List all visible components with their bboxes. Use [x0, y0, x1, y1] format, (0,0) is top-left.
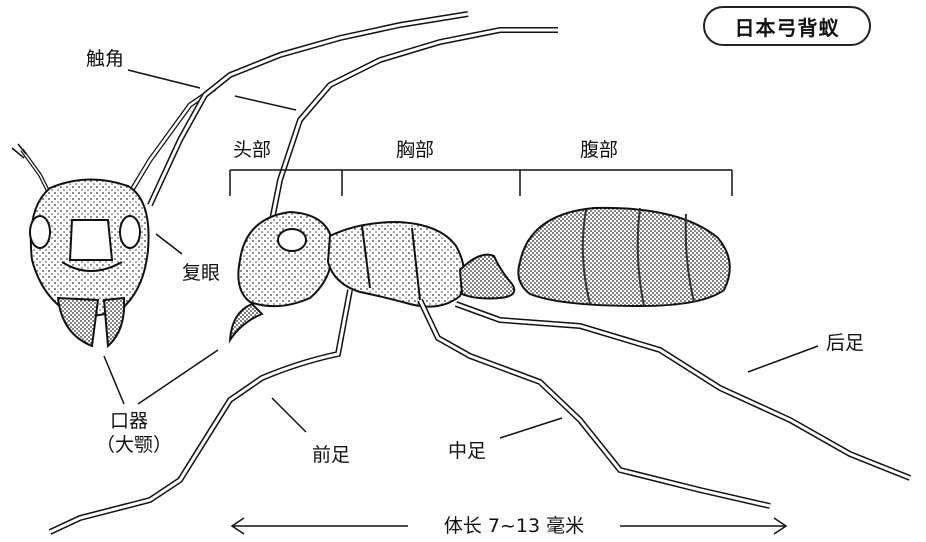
antenna-drawing — [210, 14, 558, 240]
label-antenna: 触角 — [86, 48, 124, 70]
label-compound-eye: 复眼 — [182, 262, 220, 284]
label-hindleg: 后足 — [826, 332, 864, 354]
label-body-length: 体长 7~13 毫米 — [414, 515, 614, 537]
label-head: 头部 — [233, 139, 271, 161]
label-mandible: （大颚） — [96, 434, 172, 456]
label-thorax: 胸部 — [396, 139, 434, 161]
label-mouthparts: 口器 — [110, 410, 148, 432]
compound-eye-right — [120, 216, 140, 248]
gaster — [518, 208, 729, 306]
compound-eye-left — [30, 216, 50, 248]
region-brackets — [230, 170, 732, 196]
label-abdomen: 腹部 — [580, 139, 618, 161]
petiole — [460, 255, 514, 299]
hindleg-drawing — [456, 304, 910, 478]
label-midleg: 中足 — [448, 440, 486, 462]
label-foreleg: 前足 — [312, 444, 350, 466]
species-title: 日本弓背蚁 — [703, 6, 871, 46]
